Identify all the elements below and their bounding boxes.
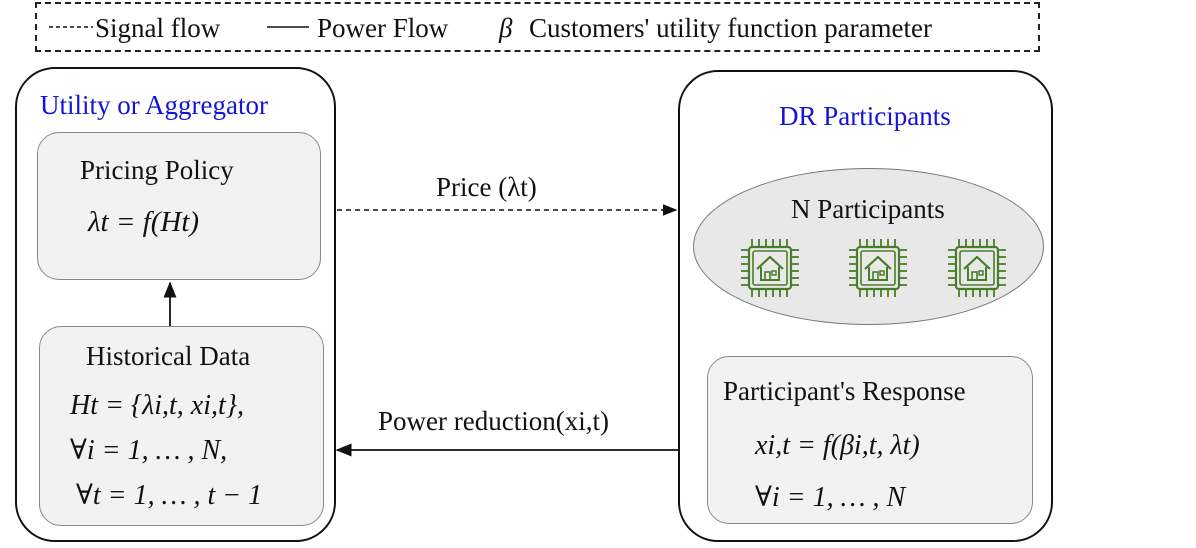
participants-title: DR Participants (779, 101, 951, 131)
participant-response-box (707, 356, 1033, 524)
legend-power-label: Power Flow (317, 13, 449, 43)
historical-formula-line2: ∀i = 1, … , N, (70, 435, 228, 466)
power-flow-line-sample (267, 26, 309, 28)
legend-beta-symbol: β (499, 13, 513, 43)
historical-data-title: Historical Data (86, 341, 251, 371)
utility-title: Utility or Aggregator (40, 90, 268, 120)
historical-formula-line1: Ht = {λi,t, xi,t}, (70, 390, 244, 421)
legend-signal-label: Signal flow (95, 13, 221, 43)
legend-beta-label: Customers' utility function parameter (529, 13, 933, 43)
participants-group-label: N Participants (791, 194, 945, 224)
pricing-policy-box (37, 132, 321, 280)
historical-data-box (39, 326, 324, 526)
signal-flow-line-sample (49, 26, 93, 28)
participant-response-title: Participant's Response (723, 376, 966, 406)
historical-formula-line3: ∀t = 1, … , t − 1 (76, 480, 263, 511)
smart-house-icon (948, 239, 1006, 297)
pricing-policy-title: Pricing Policy (80, 155, 234, 185)
smart-house-icon (741, 239, 799, 297)
response-formula-line2: ∀i = 1, … , N (755, 482, 906, 513)
legend-box: Signal flow Power Flow β Customers' util… (35, 2, 1040, 52)
smart-house-icon (849, 239, 907, 297)
response-formula-line1: xi,t = f(βi,t, λt) (755, 430, 920, 461)
price-flow-label: Price (λt) (436, 172, 537, 202)
pricing-policy-formula: λt = f(Ht) (88, 206, 200, 238)
power-reduction-label: Power reduction(xi,t) (378, 406, 609, 436)
